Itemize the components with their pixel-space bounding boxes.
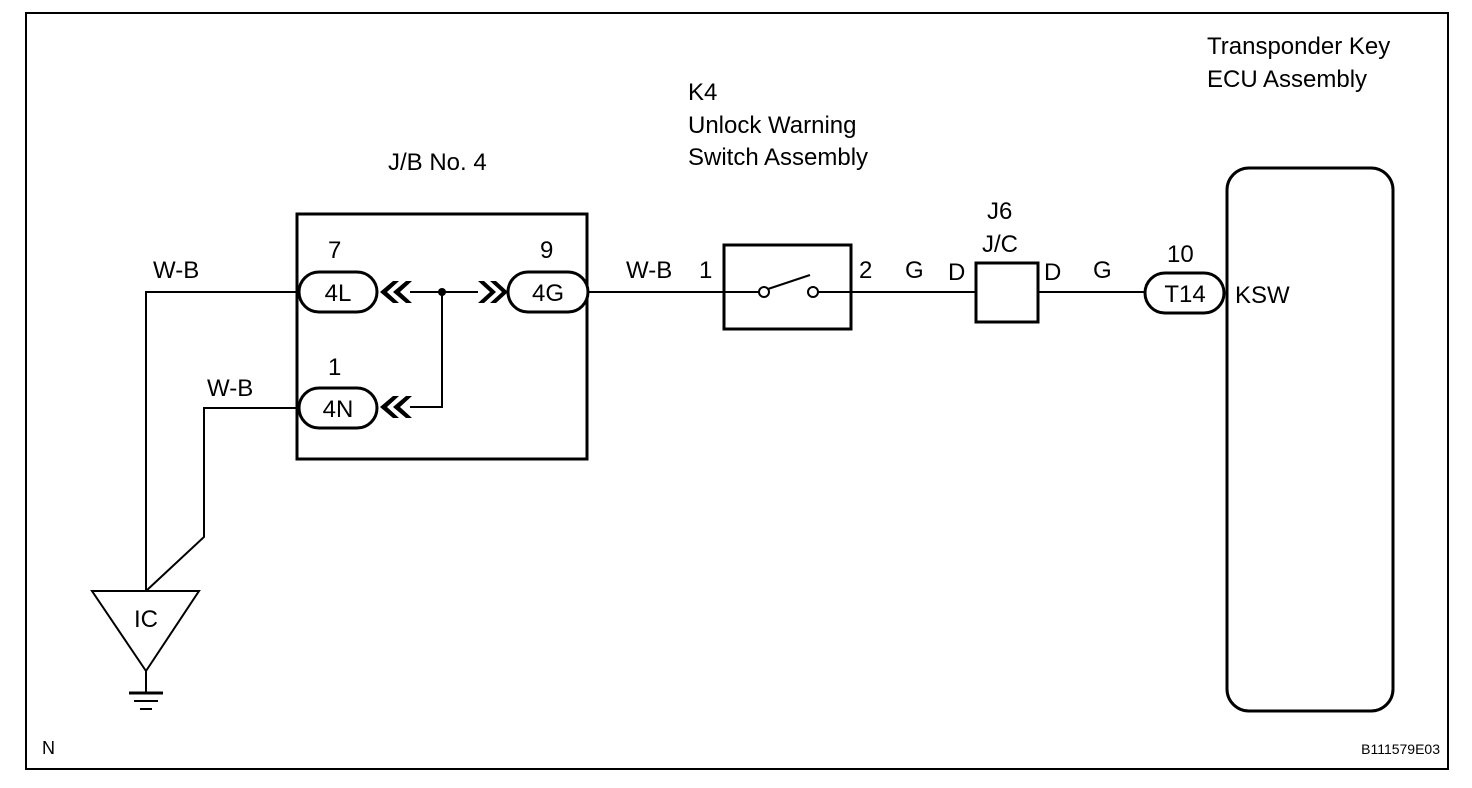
jb-internal-branch bbox=[410, 292, 443, 408]
switch-pin-in: 1 bbox=[699, 257, 712, 284]
splice-point bbox=[438, 288, 446, 296]
ground-point-ic: IC bbox=[90, 590, 201, 673]
jb-title: J/B No. 4 bbox=[388, 149, 487, 176]
switch-name-line2: Switch Assembly bbox=[688, 144, 868, 171]
ecu-name-line1: Transponder Key bbox=[1207, 33, 1390, 60]
jc-code: J6 bbox=[987, 198, 1012, 225]
chevron-left-icon bbox=[380, 396, 412, 418]
wire-label-g-2: G bbox=[1093, 257, 1112, 284]
connector-T14: T14 bbox=[1143, 271, 1226, 315]
connector-4L: 4L bbox=[297, 270, 379, 314]
chevron-left-icon bbox=[380, 281, 412, 303]
ecu-signal: KSW bbox=[1235, 282, 1290, 309]
diagram-frame bbox=[25, 12, 1449, 770]
connector-4N-label: 4N bbox=[323, 396, 354, 423]
junction-block-box bbox=[295, 212, 589, 461]
switch-name-line1: Unlock Warning bbox=[688, 112, 857, 139]
ecu-name-line2: ECU Assembly bbox=[1207, 66, 1367, 93]
chevron-right-icon bbox=[478, 281, 508, 303]
jc-name: J/C bbox=[982, 231, 1018, 258]
connector-T14-label: T14 bbox=[1164, 281, 1205, 308]
ground-label: IC bbox=[134, 606, 158, 633]
jc-left-terminal: D bbox=[948, 259, 965, 286]
switch-pin-out: 2 bbox=[859, 257, 872, 284]
wire-label-wb-lower: W-B bbox=[207, 375, 253, 402]
ground-icon bbox=[129, 671, 163, 710]
connector-4N: 4N bbox=[297, 386, 379, 430]
connector-4G-label: 4G bbox=[532, 280, 564, 307]
jb-pin-1: 1 bbox=[328, 354, 341, 381]
wire-label-wb-top: W-B bbox=[153, 257, 199, 284]
connector-4L-label: 4L bbox=[325, 280, 352, 307]
wire-wb-4L bbox=[145, 291, 299, 591]
figure-id: B111579E03 bbox=[1361, 741, 1440, 757]
connector-4G: 4G bbox=[506, 270, 590, 314]
jc-right-terminal: D bbox=[1044, 259, 1061, 286]
ecu-pin: 10 bbox=[1167, 241, 1194, 268]
switch-code: K4 bbox=[688, 79, 717, 106]
unlock-warning-switch-box bbox=[722, 243, 853, 331]
wire-wb-4N bbox=[145, 407, 299, 592]
jb-pin-9: 9 bbox=[540, 237, 553, 264]
footer-code: N bbox=[42, 738, 55, 758]
junction-connector-box bbox=[974, 261, 1040, 324]
wire-label-g-1: G bbox=[905, 257, 924, 284]
jb-pin-7: 7 bbox=[328, 237, 341, 264]
wire-label-wb-switch: W-B bbox=[626, 257, 672, 284]
ecu-box bbox=[1225, 166, 1395, 713]
switch-contact-icon bbox=[724, 274, 851, 298]
